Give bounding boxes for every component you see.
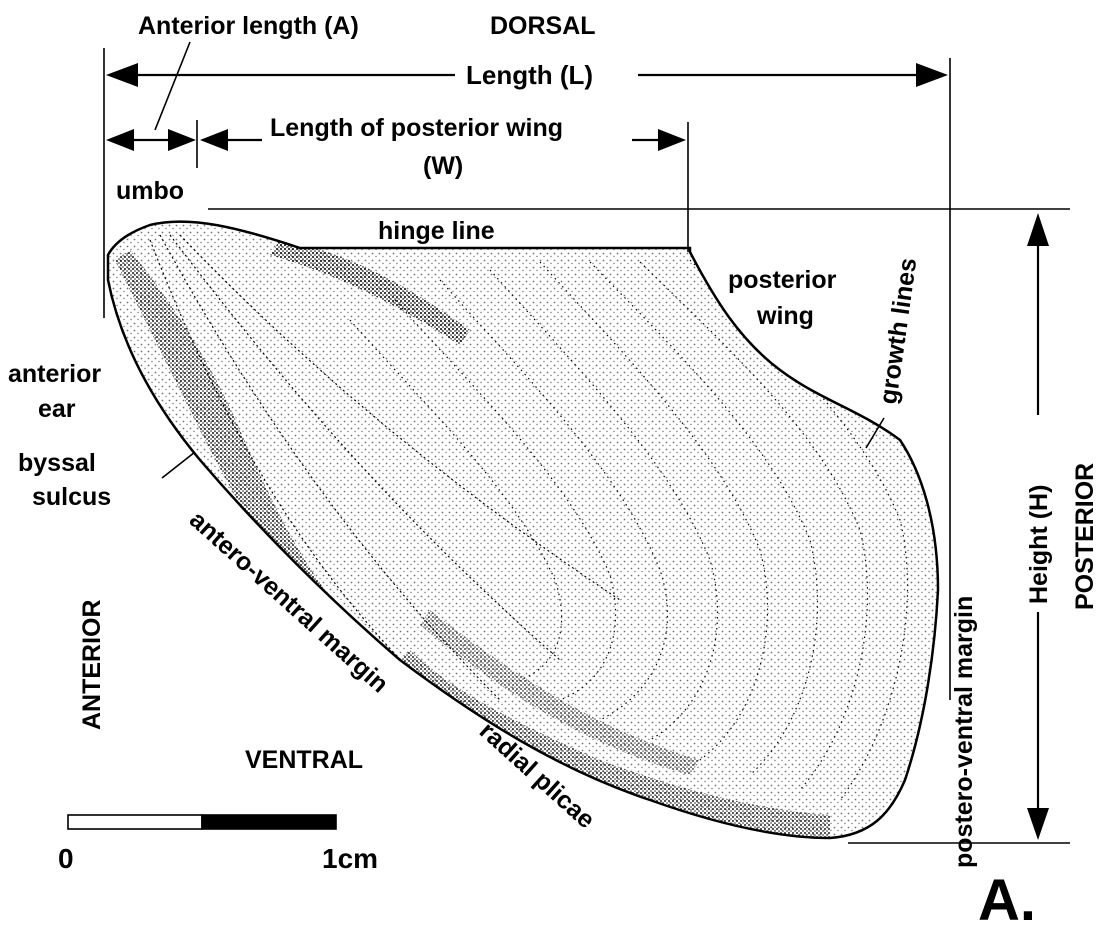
posterior-wing-label: posterior — [728, 266, 837, 294]
byssal-sulcus-leader — [162, 452, 195, 478]
postero-ventral-margin-label: postero-ventral margin — [950, 596, 978, 868]
hinge-line-label: hinge line — [378, 217, 495, 245]
anterior-ear-label-2: ear — [38, 395, 76, 423]
dorsal-label: DORSAL — [490, 12, 596, 40]
anterior-length-arrow — [106, 42, 196, 151]
scale-bar-black-segment — [202, 815, 336, 829]
length-label: Length (L) — [466, 60, 593, 90]
scale-bar-end-label: 1cm — [322, 843, 378, 874]
growth-lines-label: growth lines — [874, 256, 922, 406]
byssal-sulcus-label: byssal — [18, 449, 96, 477]
posterior-wing-label-2: wing — [756, 302, 814, 330]
scale-bar: 0 1cm — [58, 815, 378, 874]
anterior-ear-label: anterior — [8, 360, 101, 388]
posterior-wing-length-label: Length of posterior wing — [270, 114, 563, 142]
anterior-length-label: Anterior length (A) — [138, 12, 359, 40]
posterior-label: POSTERIOR — [1071, 463, 1099, 610]
scale-bar-white-segment — [68, 815, 202, 829]
scale-bar-start-label: 0 — [58, 843, 74, 874]
anterior-label: ANTERIOR — [78, 599, 106, 730]
byssal-sulcus-label-2: sulcus — [32, 483, 111, 511]
height-label: Height (H) — [1025, 485, 1053, 604]
panel-label: A. — [978, 868, 1036, 929]
umbo-label: umbo — [116, 177, 184, 205]
ventral-label: VENTRAL — [245, 746, 363, 774]
posterior-wing-length-symbol: (W) — [423, 152, 463, 180]
